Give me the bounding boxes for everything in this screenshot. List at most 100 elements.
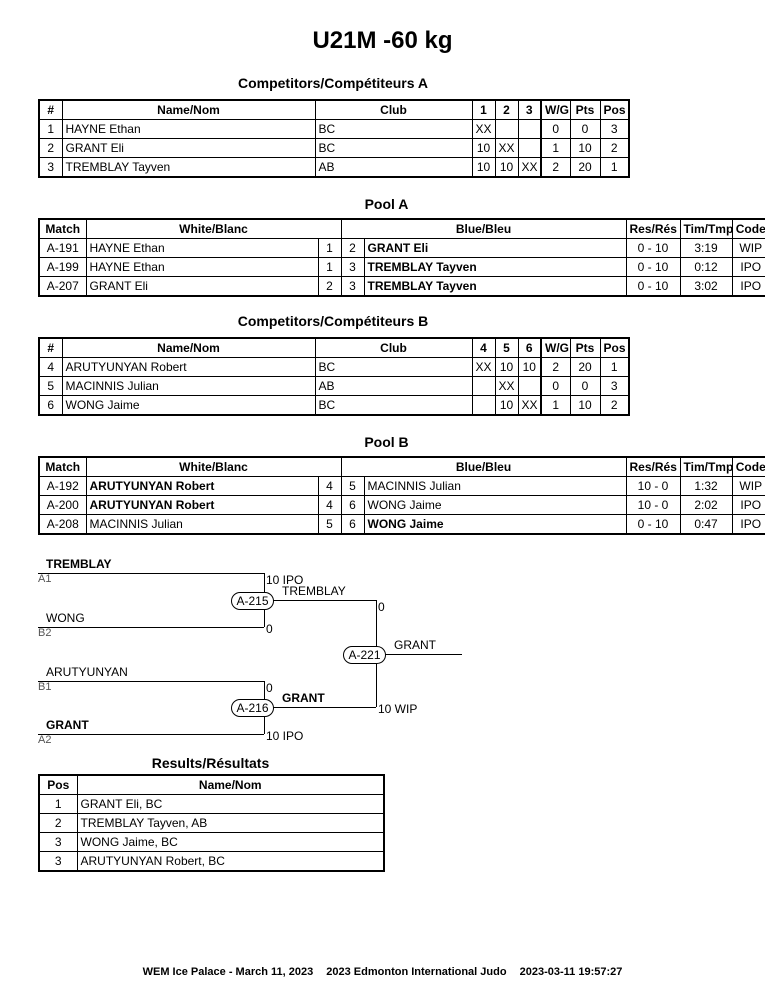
bracket-line <box>38 734 264 735</box>
pool-b-table: Match White/Blanc Blue/Bleu Res/Rés Tim/… <box>38 456 765 535</box>
cell: HAYNE Ethan <box>85 238 319 258</box>
cell: IPO <box>731 276 765 297</box>
cell <box>517 119 542 139</box>
footer-timestamp: 2023-03-11 19:57:27 <box>519 966 623 978</box>
cell: MACINNIS Julian <box>363 476 627 496</box>
cell: WIP <box>731 476 765 496</box>
page-title: U21M -60 kg <box>312 27 453 54</box>
cell: XX <box>494 138 519 158</box>
col-header: Tim/Tmp <box>679 456 733 477</box>
cell: 5 <box>317 514 342 535</box>
cell: 2 <box>340 238 365 258</box>
cell: 10 <box>569 138 601 158</box>
cell: 1 <box>599 357 630 377</box>
cell <box>517 138 542 158</box>
competitors-b-table: # Name/Nom Club 4 5 6 W/G Pts Pos 4 ARUT… <box>38 337 630 416</box>
table-row: A-207 GRANT Eli 2 3 TREMBLAY Tayven 0 - … <box>38 276 765 297</box>
cell: HAYNE Ethan <box>85 257 319 277</box>
cell: XX <box>471 357 496 377</box>
cell: 10 <box>494 395 519 416</box>
cell: 10 <box>517 357 542 377</box>
bracket-semi2-bottom-score: 10 IPO <box>266 729 304 743</box>
col-header: Pos <box>38 774 78 795</box>
col-header: Club <box>314 337 473 358</box>
cell: XX <box>494 376 519 396</box>
competitors-a-heading: Competitors/Compétiteurs A <box>237 75 429 91</box>
table-row: A-200 ARUTYUNYAN Robert 4 6 WONG Jaime 1… <box>38 495 765 515</box>
cell: 0:47 <box>679 514 733 535</box>
col-header: Blue/Bleu <box>340 456 627 477</box>
cell: 0 - 10 <box>625 238 681 258</box>
cell: 0 <box>540 119 571 139</box>
competitors-b-heading: Competitors/Compétiteurs B <box>237 313 429 329</box>
col-header: Pts <box>569 337 601 358</box>
table-row: 2 TREMBLAY Tayven, AB <box>38 813 385 833</box>
table-row: A-199 HAYNE Ethan 1 3 TREMBLAY Tayven 0 … <box>38 257 765 277</box>
cell: WONG Jaime <box>363 495 627 515</box>
cell: A-208 <box>38 514 87 535</box>
pool-a-heading: Pool A <box>364 196 409 212</box>
bracket-semi1-winner: TREMBLAY <box>282 584 346 598</box>
bracket-final-winner: GRANT <box>394 638 436 652</box>
col-header: W/G <box>540 337 571 358</box>
cell: 2 <box>540 357 571 377</box>
bracket-semi2-bottom-name: GRANT <box>46 718 89 732</box>
cell: XX <box>517 157 542 178</box>
col-header: Tim/Tmp <box>679 218 733 239</box>
col-header: Res/Rés <box>625 218 681 239</box>
bracket-match-a221: A-221 <box>343 646 386 664</box>
col-header: White/Blanc <box>85 218 342 239</box>
cell: ARUTYUNYAN Robert <box>61 357 316 377</box>
cell: 0 - 10 <box>625 514 681 535</box>
cell: WONG Jaime <box>61 395 316 416</box>
table-row: 1 GRANT Eli, BC <box>38 794 385 814</box>
cell: TREMBLAY Tayven <box>363 276 627 297</box>
cell: 6 <box>340 514 365 535</box>
cell: 1:32 <box>679 476 733 496</box>
bracket-line <box>38 573 264 574</box>
col-header: Pts <box>569 99 601 120</box>
cell: TREMBLAY Tayven <box>363 257 627 277</box>
cell: AB <box>314 157 473 178</box>
table-row: 4 ARUTYUNYAN Robert BC XX 10 10 2 20 1 <box>38 357 630 377</box>
cell <box>471 395 496 416</box>
cell: IPO <box>731 514 765 535</box>
bracket-line <box>376 654 462 655</box>
cell: MACINNIS Julian <box>61 376 316 396</box>
col-header: Code <box>731 218 765 239</box>
bracket-semi1-bottom-seed: B2 <box>38 627 52 639</box>
cell: 20 <box>569 357 601 377</box>
table-row: 3 WONG Jaime, BC <box>38 832 385 852</box>
cell: 3 <box>340 276 365 297</box>
bracket-semi1-top-name: TREMBLAY <box>46 557 112 571</box>
bracket-semi2-top-name: ARUTYUNYAN <box>46 665 128 679</box>
cell: WIP <box>731 238 765 258</box>
cell: GRANT Eli, BC <box>76 794 385 814</box>
cell: 1 <box>317 238 342 258</box>
cell: WONG Jaime <box>363 514 627 535</box>
cell: 4 <box>317 495 342 515</box>
cell: 1 <box>540 138 571 158</box>
col-header: 3 <box>517 99 542 120</box>
table-row: 6 WONG Jaime BC 10 XX 1 10 2 <box>38 395 630 416</box>
table-row: 3 ARUTYUNYAN Robert, BC <box>38 851 385 872</box>
cell: ARUTYUNYAN Robert, BC <box>76 851 385 872</box>
col-header: Name/Nom <box>76 774 385 795</box>
col-header: Pos <box>599 99 630 120</box>
footer-venue: WEM Ice Palace - March 11, 2023 <box>142 966 314 978</box>
col-header: 1 <box>471 99 496 120</box>
cell: 0 - 10 <box>625 257 681 277</box>
cell: 0:12 <box>679 257 733 277</box>
col-header: Match <box>38 456 87 477</box>
col-header: Pos <box>599 337 630 358</box>
cell: 6 <box>340 495 365 515</box>
cell: 10 <box>569 395 601 416</box>
cell: 10 - 0 <box>625 495 681 515</box>
cell <box>494 119 519 139</box>
col-header: Match <box>38 218 87 239</box>
cell: 5 <box>340 476 365 496</box>
cell: A-191 <box>38 238 87 258</box>
cell: A-199 <box>38 257 87 277</box>
bracket-final-bottom-score: 10 WIP <box>378 702 418 716</box>
bracket-semi1-top-seed: A1 <box>38 573 52 585</box>
